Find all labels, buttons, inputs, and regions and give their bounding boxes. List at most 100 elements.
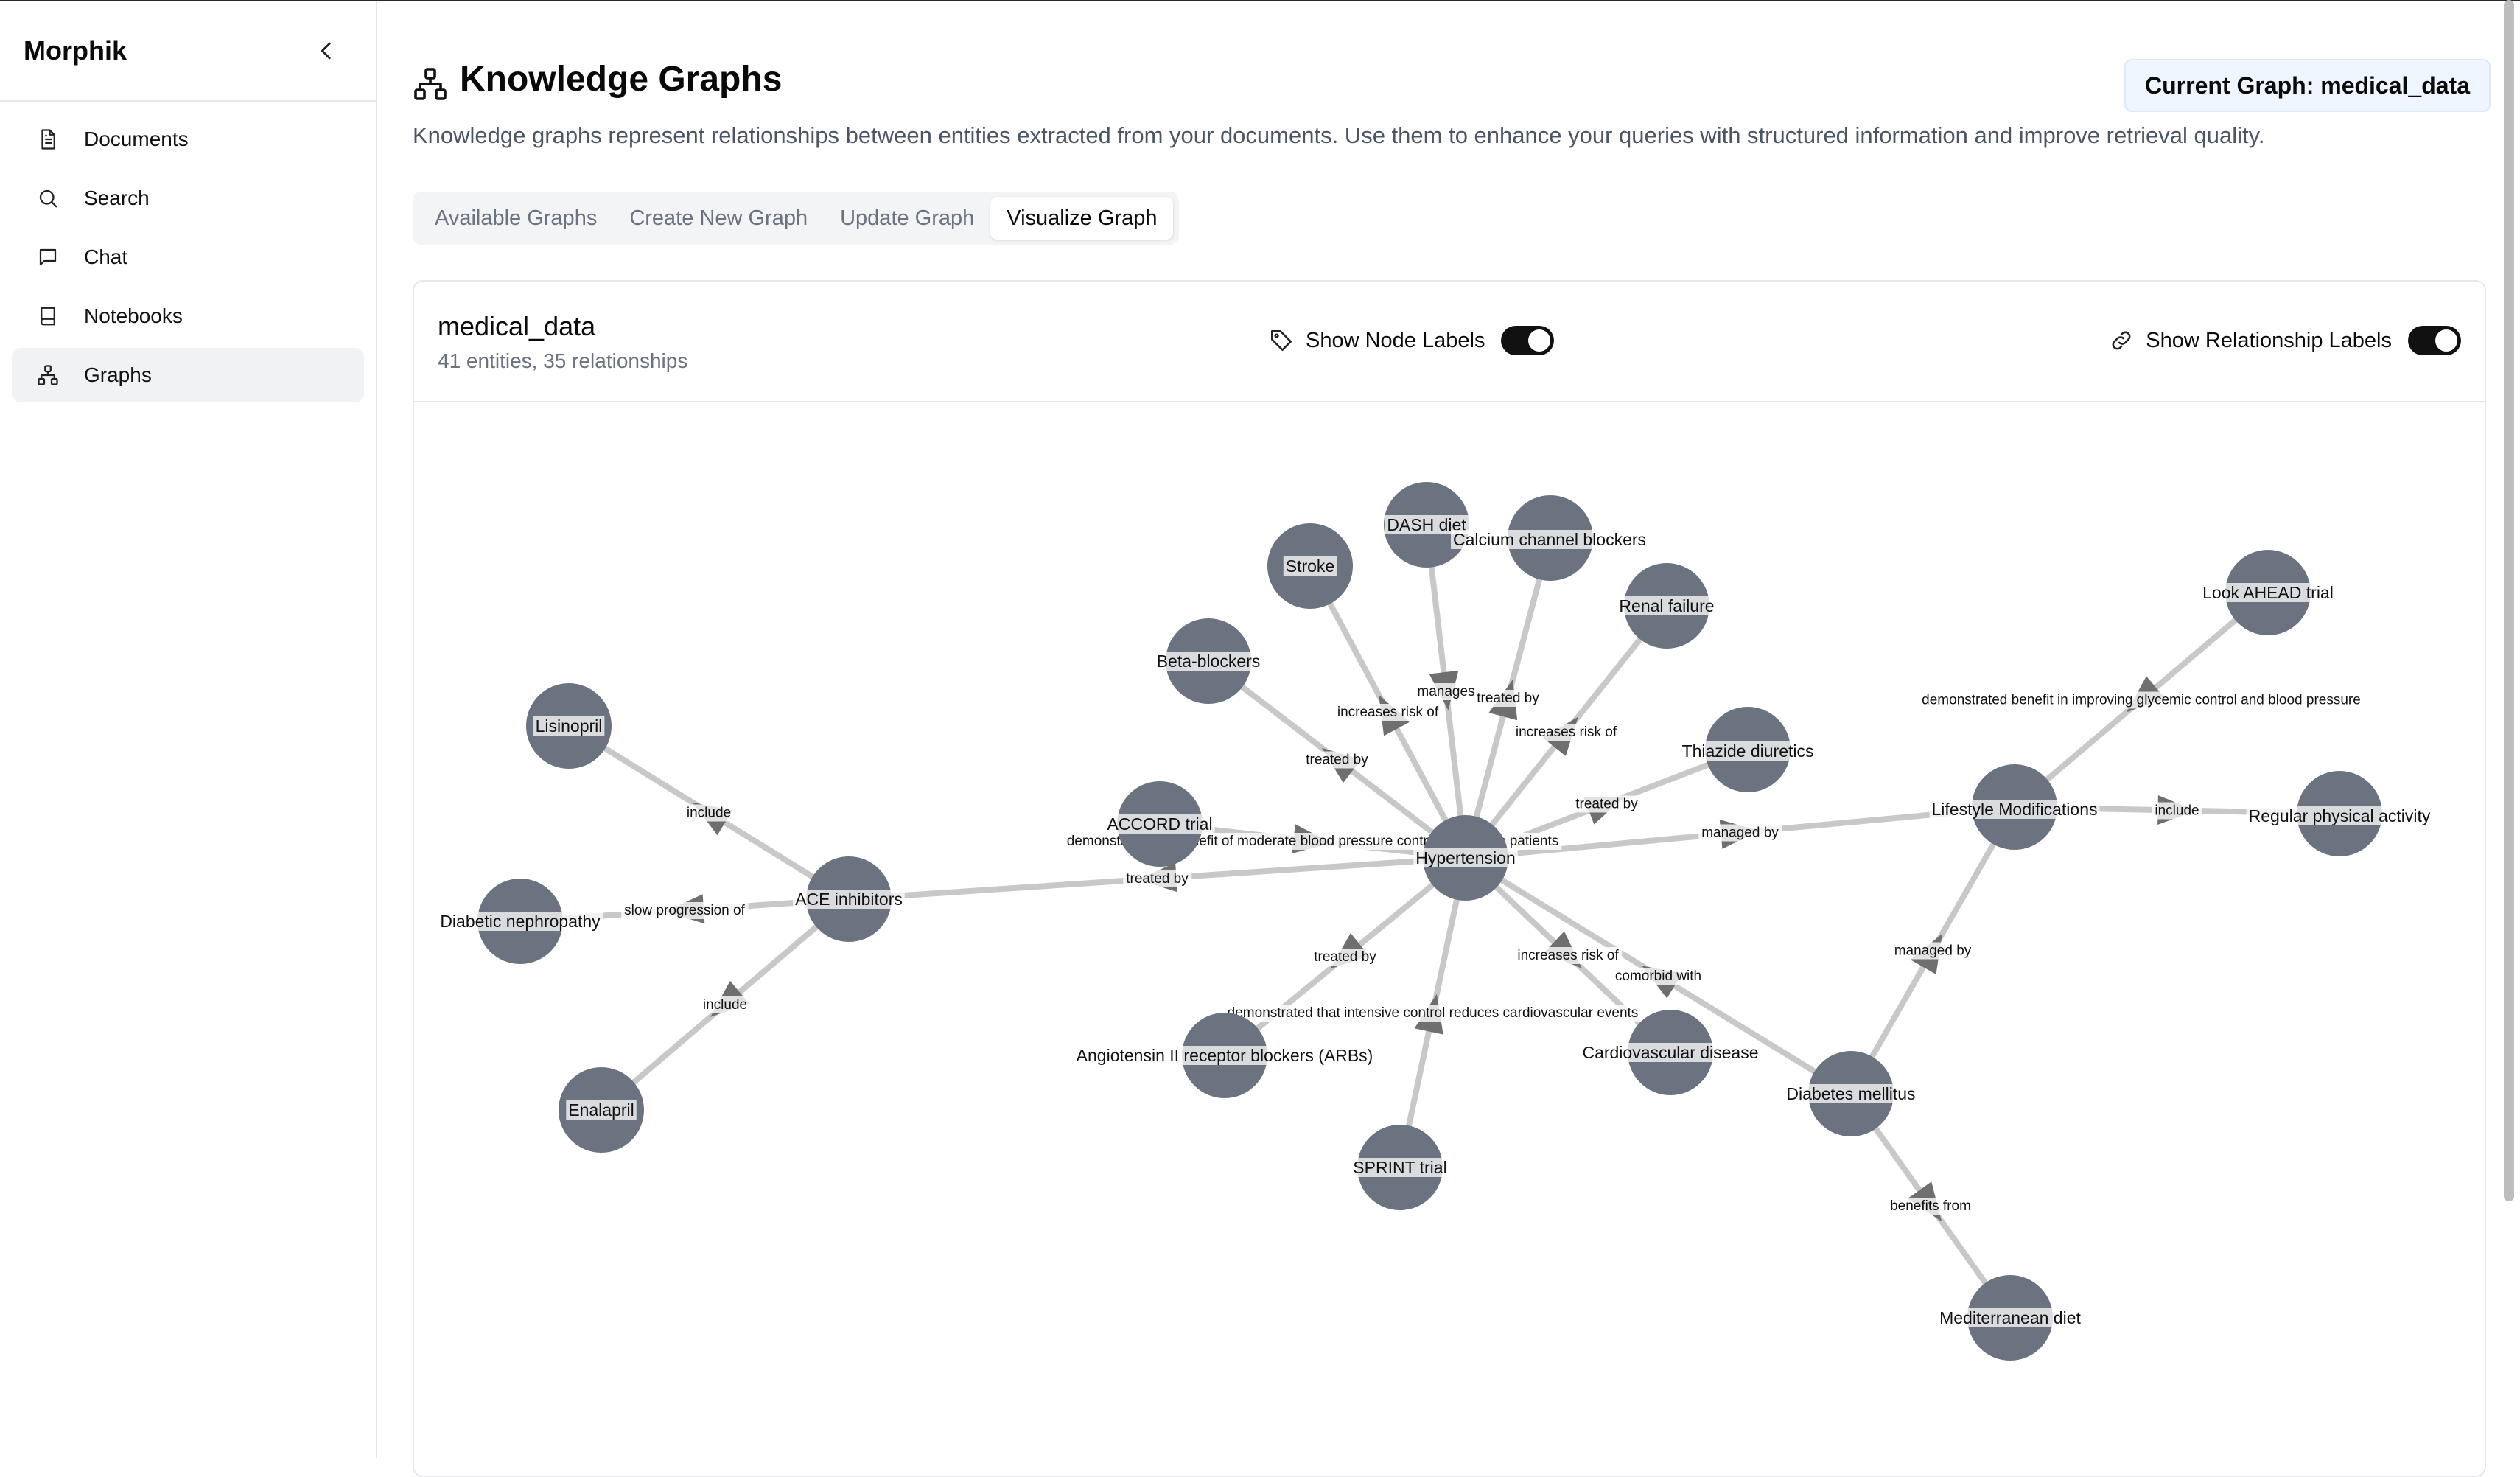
page-scrollbar[interactable] [2501, 0, 2517, 1201]
node-label: Beta-blockers [1157, 652, 1261, 671]
graph-node[interactable]: Regular physical activity [2246, 771, 2433, 856]
edges-layer [519, 524, 2340, 1320]
node-labels-toggle-group: Show Node Labels [1269, 326, 1555, 355]
edge-label: increases risk of [1337, 705, 1439, 720]
page-description: Knowledge graphs represent relationships… [413, 122, 2265, 148]
edge-label: demonstrated benefit in improving glycem… [1922, 693, 2361, 708]
edge-label-bg [1887, 1198, 1974, 1215]
node-label-bg [1617, 596, 1717, 615]
edge-label-bg [1919, 691, 2364, 709]
graph-node[interactable]: Beta-blockers [1154, 618, 1263, 704]
graph-node[interactable]: Stroke [1267, 523, 1353, 609]
tag-icon [1270, 329, 1292, 352]
edge-label: manages [1417, 684, 1474, 699]
graph-node[interactable]: DASH diet [1384, 482, 1469, 568]
sidebar-item-label: Graphs [84, 363, 152, 386]
edge-label-bg [1512, 724, 1620, 741]
chevron-left-icon[interactable] [314, 38, 339, 63]
graph-node[interactable]: SPRINT trial [1351, 1125, 1449, 1210]
node-label-bg [533, 716, 605, 736]
node-label-bg [2246, 806, 2433, 825]
graph-node[interactable]: Thiazide diuretics [1679, 707, 1816, 792]
sidebar-item-search[interactable]: Search [12, 171, 364, 226]
relationship-labels-switch[interactable] [2408, 326, 2461, 355]
graph-node[interactable]: Lifestyle Modifications [1929, 764, 2100, 850]
sidebar-item-label: Documents [84, 128, 189, 150]
edge-label: treated by [1126, 871, 1189, 887]
page-title: Knowledge Graphs [460, 60, 783, 99]
graph-node[interactable]: Cardiovascular disease [1580, 1010, 1761, 1095]
graph-node[interactable]: ACE inhibitors [793, 856, 905, 942]
node-label: Diabetic nephropathy [440, 912, 601, 931]
network-icon [38, 365, 58, 385]
sidebar-item-documents[interactable]: Documents [12, 112, 364, 167]
relationship-labels-toggle-group: Show Relationship Labels [2109, 326, 2461, 355]
tab-available-graphs[interactable]: Available Graphs [435, 206, 598, 230]
edge-label-bg [1123, 870, 1192, 887]
edge-label: include [687, 806, 731, 821]
graph-name: medical_data [438, 311, 596, 341]
node-labels-switch[interactable] [1501, 326, 1555, 355]
graph-node[interactable]: Lisinopril [526, 683, 612, 769]
tab-update-graph[interactable]: Update Graph [840, 206, 975, 230]
edge-label-bg [2152, 802, 2202, 820]
current-graph-badge: Current Graph: medical_data [2124, 59, 2491, 112]
link-icon [2112, 331, 2131, 350]
graph-node[interactable]: Mediterranean diet [1937, 1275, 2084, 1361]
node-label-bg [2200, 583, 2336, 602]
node-label: Look AHEAD trial [2202, 583, 2334, 602]
graph-node[interactable]: Enalapril [559, 1067, 644, 1153]
network-icon [414, 68, 447, 100]
graph-node[interactable]: Look AHEAD trial [2200, 550, 2336, 635]
graph-node[interactable]: Angiotensin II receptor blockers (ARBs) [1074, 1013, 1376, 1098]
edge-label: treated by [1575, 797, 1638, 812]
graph-node[interactable]: Diabetic nephropathy [438, 879, 603, 964]
sidebar-item-notebooks[interactable]: Notebooks [12, 289, 364, 343]
book-icon [41, 307, 55, 326]
switch-knob [2435, 329, 2457, 352]
graph-node[interactable]: Hypertension [1413, 815, 1518, 901]
graph-stats: 41 entities, 35 relationships [438, 349, 688, 372]
graph-node[interactable]: Renal failure [1617, 563, 1717, 649]
node-label-bg [1351, 1158, 1449, 1177]
edge-label-bg [1224, 1005, 1642, 1022]
node-label: Renal failure [1619, 596, 1714, 615]
node-labels-label: Show Node Labels [1306, 328, 1485, 352]
message-square-icon [39, 248, 57, 266]
edge-label: increases risk of [1517, 948, 1619, 963]
node-label-bg [1937, 1308, 2084, 1327]
graph-node[interactable]: ACCORD trial [1105, 781, 1215, 867]
edge-label: treated by [1477, 691, 1539, 706]
sidebar-item-chat[interactable]: Chat [12, 230, 364, 284]
switch-knob [1528, 329, 1551, 352]
edge-label-bg [1414, 683, 1478, 700]
tab-create-new-graph[interactable]: Create New Graph [629, 206, 808, 230]
sidebar-nav: Documents Search Chat Notebooks Graphs [12, 112, 364, 407]
sidebar-item-graphs[interactable]: Graphs [12, 348, 364, 402]
node-label: Diabetes mellitus [1786, 1084, 1915, 1103]
node-label: Thiazide diuretics [1682, 741, 1814, 761]
node-label: Hypertension [1415, 848, 1516, 867]
edge-label: managed by [1894, 943, 1972, 959]
sidebar-item-label: Search [84, 186, 150, 209]
sidebar: Morphik Documents Search Chat Notebooks … [0, 1, 377, 1458]
brand-name: Morphik [24, 35, 127, 66]
graph-card-header: medical_data 41 entities, 35 relationshi… [414, 282, 2485, 402]
edge-label-bg [683, 804, 735, 822]
graph-node[interactable]: Calcium channel blockers [1450, 495, 1649, 581]
node-label-bg [1679, 741, 1816, 761]
node-label-bg [1784, 1084, 1918, 1103]
node-label-bg [566, 1100, 637, 1120]
edge-label-bg [699, 996, 751, 1013]
edge-label-bg [1572, 795, 1642, 813]
graph-node[interactable]: Diabetes mellitus [1784, 1051, 1918, 1136]
tab-visualize-graph[interactable]: Visualize Graph [990, 197, 1174, 240]
edge-label-bg [1311, 949, 1380, 966]
scrollbar-thumb[interactable] [2504, 0, 2514, 1201]
edge-label-bg [621, 902, 749, 919]
relationship-labels-label: Show Relationship Labels [2146, 328, 2392, 352]
edge-label: treated by [1314, 949, 1376, 965]
edge-label-bg [1891, 942, 1975, 960]
node-label: Cardiovascular disease [1582, 1043, 1758, 1062]
